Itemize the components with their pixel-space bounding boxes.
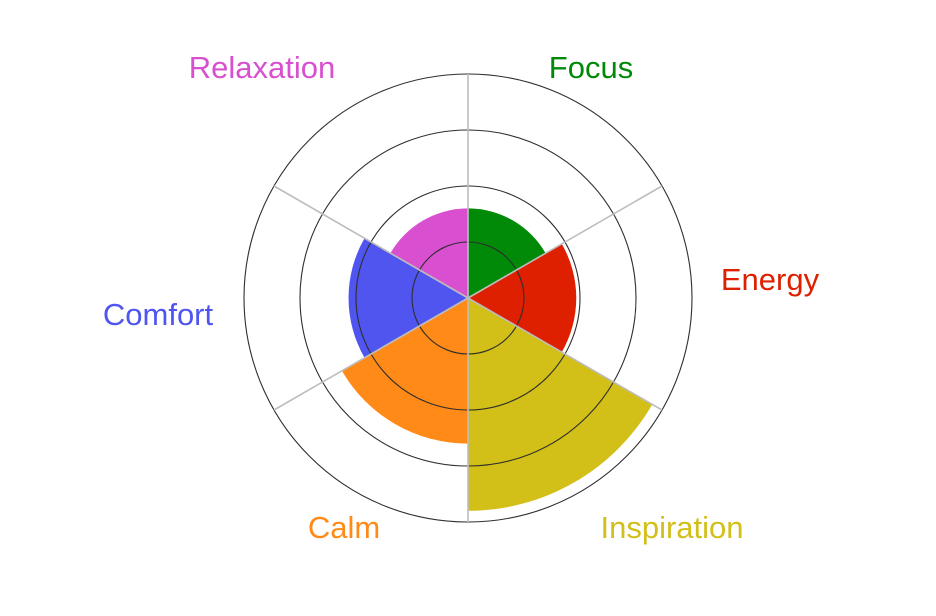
category-labels: Focus Energy Inspiration Calm Comfort Re… (103, 50, 820, 545)
label-comfort: Comfort (103, 297, 214, 332)
grid-spoke-3 (467, 297, 663, 411)
wedge-energy (468, 243, 577, 353)
grid-spoke-2 (467, 185, 663, 299)
wedge-calm (341, 298, 468, 444)
wedge-inspiration (468, 298, 653, 511)
label-inspiration: Inspiration (600, 510, 743, 545)
grid-spokes (273, 74, 663, 522)
wedges-layer (341, 208, 653, 511)
grid-spoke-5 (273, 297, 469, 411)
grid-spoke-6 (273, 185, 469, 299)
label-energy: Energy (721, 262, 820, 297)
label-calm: Calm (308, 510, 380, 545)
label-focus: Focus (549, 50, 633, 85)
wedge-focus (468, 208, 546, 298)
wedge-comfort (348, 238, 468, 358)
label-relaxation: Relaxation (189, 50, 335, 85)
wedge-relaxation (390, 208, 468, 298)
